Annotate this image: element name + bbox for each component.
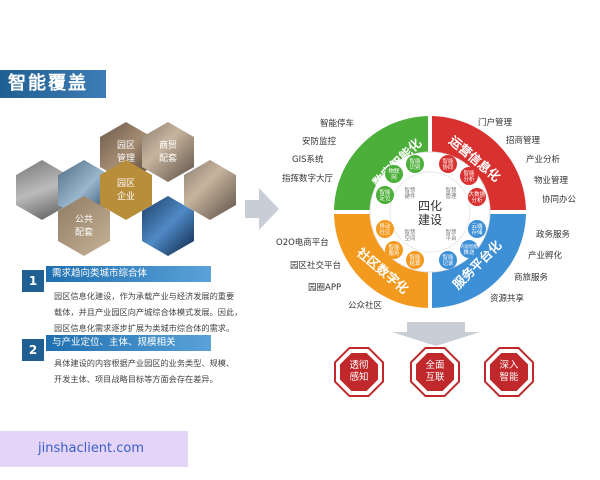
- hexagon-globe-photo: [142, 196, 194, 256]
- inner-item-label: 大数据: [469, 190, 486, 198]
- section-body-1: 园区信息化建设，作为承载产业与经济发展的重要 载体，并且产业园区向产城综合体模式…: [54, 288, 264, 336]
- inner-item-label: 记录: [442, 259, 454, 267]
- inner-item-label: 分析: [471, 196, 483, 204]
- ring-center-line1: 四化: [418, 199, 442, 213]
- section-number-2: 2: [22, 339, 44, 361]
- four-modernization-ring: 四化 建设 数字智能化 运营信息化 社区数字化 服务平台化 智能 识别 物联 网…: [330, 112, 530, 312]
- outcome-full-interconnection: 全面 互联: [410, 347, 460, 397]
- inner-item-label: 管理: [445, 192, 457, 200]
- ring-center-line2: 建设: [418, 213, 442, 227]
- section-heading-1: 需求趋向类城市综合体: [46, 266, 211, 282]
- outcome-line: 互联: [425, 372, 445, 383]
- inner-item-label: 智能: [388, 243, 400, 251]
- inner-item-label: 协同: [442, 163, 454, 171]
- section-number-1: 1: [22, 270, 44, 292]
- section-body-line: 具体建设的内容根据产业园区的业务类型、规模、: [54, 358, 235, 368]
- outer-label: 园圈APP: [308, 283, 342, 293]
- watermark: jinshaclient.com: [0, 431, 188, 467]
- page-title-bar: 智能覆盖: [0, 70, 106, 98]
- outer-label: 产业分析: [526, 155, 561, 165]
- outer-label: GIS系统: [292, 155, 324, 165]
- outer-label: 指挥数字大厅: [282, 174, 334, 184]
- inner-item-label: 智能: [442, 253, 454, 261]
- ring-quadrant-bottom-right: [430, 212, 526, 308]
- section-body-2: 具体建设的内容根据产业园区的业务类型、规模、 开发主体、项目战略目标等方面会存在…: [54, 355, 264, 387]
- inner-item-label: 智慧: [445, 186, 457, 194]
- outer-label: 公众社区: [348, 301, 383, 311]
- inner-item-label: 结算: [409, 259, 421, 267]
- inner-item-label: 存储: [471, 228, 483, 236]
- inner-item-label: 推送: [463, 248, 475, 256]
- inner-item-label: 智慧: [404, 228, 416, 236]
- hexagon-label-line: 管理: [116, 154, 135, 164]
- outer-label: 政务服务: [536, 230, 571, 240]
- outer-label: 商旅服务: [514, 273, 549, 283]
- inner-item-label: 平台: [445, 234, 457, 242]
- outer-label: 安防监控: [302, 137, 337, 147]
- inner-item-label: 物联: [388, 167, 400, 175]
- outer-label: O2O电商平台: [276, 238, 329, 248]
- hexagon-label-line: 商贸: [158, 141, 177, 151]
- ring-quadrant-top-left: [334, 116, 430, 212]
- outcome-thorough-perception: 透彻 感知: [334, 347, 384, 397]
- outcome-line: 深入: [499, 360, 519, 371]
- section-body-line: 开发主体、项目战略目标等方面会存在差异。: [54, 374, 218, 384]
- section-body-line: 园区信息化需求逐步扩展为类城市综合体的需求。: [54, 323, 235, 333]
- inner-item-label: 云端: [471, 222, 483, 230]
- inner-item-label: 智能: [463, 169, 475, 177]
- inner-item-label: 硬件: [404, 192, 416, 200]
- outcome-deep-intelligence: 深入 智能: [484, 347, 534, 397]
- section-heading-2: 与产业定位、主体、规模相关: [46, 335, 211, 351]
- inner-item-label: 移动: [379, 222, 391, 230]
- outcome-line: 智能: [499, 372, 519, 383]
- page-title: 智能覆盖: [8, 73, 88, 94]
- watermark-text: jinshaclient.com: [38, 441, 145, 456]
- outcome-line: 透彻: [349, 360, 369, 371]
- outer-label: 资源共享: [490, 294, 525, 304]
- inner-item-label: 内容智能: [460, 243, 478, 250]
- inner-item-label: 智能: [442, 157, 454, 165]
- hexagon-label-line: 配套: [158, 154, 177, 164]
- outer-label: 产业孵化: [528, 251, 563, 261]
- hexagon-label-line: 企业: [116, 192, 135, 202]
- inner-item-label: 智能: [409, 157, 421, 165]
- outcome-line: 全面: [425, 360, 445, 371]
- ring-quadrant-bottom-left: [334, 212, 430, 308]
- inner-item-label: 识别: [409, 163, 420, 171]
- hexagon-meeting-photo: [184, 160, 236, 220]
- outer-label: 物业管理: [534, 176, 569, 186]
- outer-label: 协同办公: [542, 195, 577, 205]
- ring-quadrant-top-right: [430, 116, 526, 212]
- hexagon-label-line: 园区: [116, 141, 135, 151]
- hexagon-label-line: 园区: [116, 179, 135, 189]
- inner-item-label: 社区: [379, 228, 391, 236]
- inner-item-label: 空间: [404, 234, 415, 242]
- inner-item-label: 智慧: [404, 186, 416, 194]
- inner-item-label: 定位: [379, 194, 391, 202]
- inner-item-label: 分析: [463, 175, 475, 183]
- hexagon-label-line: 配套: [74, 228, 93, 238]
- outer-label: 招商管理: [506, 136, 541, 146]
- outer-label: 门户管理: [478, 118, 513, 128]
- inner-item-label: 智能: [379, 188, 391, 196]
- inner-item-label: 网: [391, 174, 397, 181]
- section-body-line: 园区信息化建设，作为承载产业与经济发展的重要: [54, 291, 235, 301]
- inner-item-label: 服务: [388, 249, 400, 257]
- inner-item-label: 智慧: [445, 228, 457, 236]
- outer-label: 智能停车: [320, 119, 355, 129]
- outer-label: 园区社交平台: [290, 261, 342, 271]
- inner-item-label: 智能: [409, 253, 421, 261]
- hexagon-commerce: 商贸 配套: [142, 122, 194, 182]
- outcome-line: 感知: [349, 372, 369, 383]
- hexagon-label-line: 公共: [74, 215, 93, 225]
- section-body-line: 载体，并且产业园区向产城综合体模式发展。因此，: [54, 307, 243, 317]
